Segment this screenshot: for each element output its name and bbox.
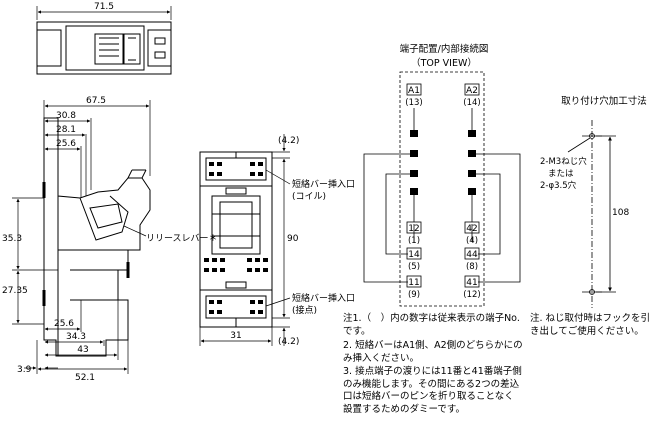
- dim-30-8: [44, 118, 92, 190]
- dim-71-5: 71.5: [36, 2, 172, 20]
- dim-67-5-label: 67.5: [86, 96, 106, 106]
- dim-front-vertical: [272, 134, 290, 346]
- terminal-12-old: (1): [408, 236, 420, 246]
- note-3: 3. 接点端子の渡りには11番と41番端子側のみ機能します。その間にある2つの差…: [343, 366, 522, 415]
- terminal-pins: [410, 130, 476, 195]
- note-1: 注1.（ ）内の数字は従来表示の端子No.です。: [343, 313, 520, 337]
- mount-diagram: [567, 120, 616, 308]
- terminal-42-old: (4): [466, 236, 478, 246]
- note-2: 2. 短絡バーはA1側、A2側のどちらかにのみ挿入ください。: [343, 340, 523, 364]
- terminal-a2: A2: [466, 86, 478, 96]
- terminal-title: 端子配置/内部接続図: [400, 43, 489, 55]
- svg-text:リリースレバー＊: リリースレバー＊: [146, 233, 218, 244]
- dim-25-6-bot-label: 25.6: [54, 319, 74, 329]
- terminal-a1-old: (13): [405, 98, 422, 108]
- dim-27-35-label: 27.35: [2, 286, 28, 296]
- socket-side-view: [42, 117, 151, 357]
- shortbar-callouts: [265, 169, 291, 307]
- terminal-dashed-outline: [399, 71, 485, 307]
- terminal-a2-old: (14): [463, 98, 480, 108]
- terminal-44-old: (8): [466, 262, 478, 272]
- dim-25-6-bot: [44, 300, 82, 332]
- front-view-terminals: [204, 162, 268, 314]
- shortbar-coil-label-2: (コイル): [292, 192, 326, 202]
- dim-34-3: [44, 340, 105, 346]
- dim-3-9-label: 3.9: [17, 365, 32, 375]
- release-lever-callout: リリースレバー＊: [123, 225, 218, 244]
- terminal-wiring: [363, 108, 521, 283]
- shortbar-contact-label-2: (接点): [292, 304, 317, 316]
- terminal-12: 12: [408, 224, 419, 234]
- dim-108-label: 108: [612, 208, 629, 218]
- terminal-11-old: (9): [408, 290, 420, 300]
- dim-27-35: [12, 270, 44, 325]
- dim-4-2-bot-label: (4.2): [278, 337, 299, 347]
- note-right: 注. ねじ取付時はフックを引き出してご使用ください。: [530, 313, 651, 337]
- svg-text:71.5: 71.5: [94, 2, 114, 12]
- shortbar-coil-label-1: 短絡バー挿入口: [292, 178, 355, 190]
- terminal-subtitle: （TOP VIEW）: [411, 57, 477, 69]
- terminal-14: 14: [408, 250, 420, 260]
- dim-90-label: 90: [287, 234, 299, 244]
- dim-52-1-label: 52.1: [75, 373, 95, 383]
- terminal-labels: [406, 83, 480, 288]
- terminal-14-old: (5): [408, 262, 420, 272]
- dim-4-2-top-label: (4.2): [278, 136, 299, 146]
- mount-title: 取り付け穴加工寸法: [561, 95, 647, 107]
- dim-43: [44, 300, 119, 360]
- mount-hole-1: 2-M3ねじ穴: [540, 156, 587, 167]
- mount-hole-2: または: [548, 169, 574, 179]
- terminal-a1: A1: [408, 86, 420, 96]
- dim-31-label: 31: [230, 331, 241, 341]
- dim-34-3-label: 34.3: [66, 332, 86, 342]
- dim-52-1: [37, 340, 129, 374]
- dim-28-1: [44, 133, 87, 196]
- dim-28-1-label: 28.1: [56, 125, 76, 135]
- terminal-41: 41: [466, 278, 477, 288]
- dim-25-6-top: [44, 146, 82, 198]
- terminal-11: 11: [408, 278, 419, 288]
- shortbar-contact-label-1: 短絡バー挿入口: [292, 292, 355, 304]
- dim-67-5: [43, 100, 151, 176]
- dim-30-8-label: 30.8: [56, 111, 76, 121]
- dim-35-3: [12, 197, 58, 271]
- socket-front-view: [199, 151, 273, 328]
- terminal-41-old: (12): [463, 290, 480, 300]
- dim-43-label: 43: [77, 345, 88, 355]
- dim-35-3-label: 35.3: [2, 234, 22, 244]
- dim-25-6-top-label: 25.6: [56, 139, 76, 149]
- terminal-42: 42: [466, 224, 477, 234]
- mount-hole-3: 2-φ3.5穴: [540, 180, 577, 191]
- dim-31: [199, 327, 273, 346]
- socket-top-view: [36, 21, 172, 75]
- terminal-44: 44: [466, 250, 478, 260]
